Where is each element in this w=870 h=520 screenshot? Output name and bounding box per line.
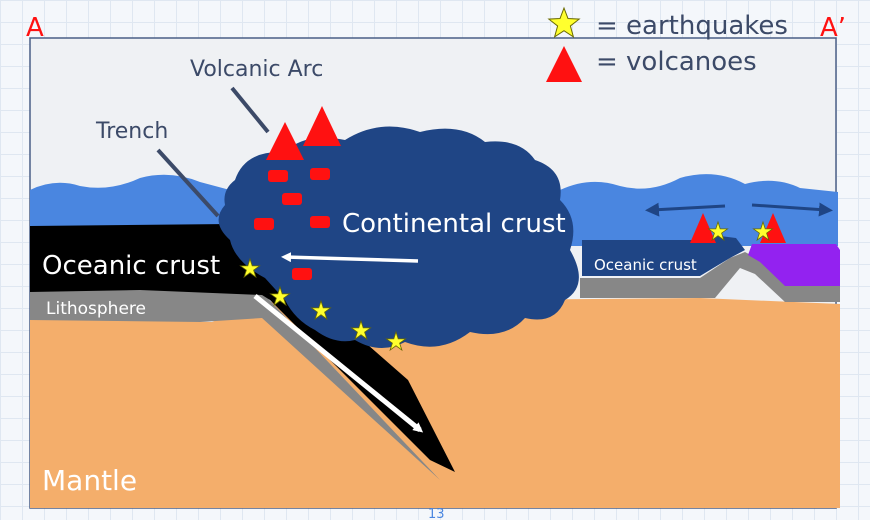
earthquake-star-icon xyxy=(707,220,729,242)
triangle-icon xyxy=(546,46,582,82)
magma-pocket xyxy=(310,168,330,180)
oceanic-crust-label-left: Oceanic crust xyxy=(42,251,220,281)
star-icon xyxy=(547,6,581,39)
trench-label: Trench xyxy=(95,119,168,144)
legend-earthquakes-label: = earthquakes xyxy=(596,11,788,41)
crust-motion-arrow xyxy=(281,252,419,263)
corner-label-right: A’ xyxy=(820,13,846,43)
legend-volcanoes-label: = volcanoes xyxy=(596,47,757,77)
mantle-label: Mantle xyxy=(42,464,137,497)
corner-label-left: A xyxy=(26,13,44,43)
lithosphere-right xyxy=(580,252,840,302)
volcanoes xyxy=(266,106,786,243)
oceanic-plate xyxy=(30,224,455,472)
mantle xyxy=(30,298,840,508)
lithosphere xyxy=(30,290,440,480)
page-number: 13 xyxy=(428,507,445,520)
earthquake-star-icon xyxy=(752,220,774,242)
continental-crust xyxy=(218,126,579,349)
magma-pocket xyxy=(282,193,302,205)
oceanic-crust-label-right: Oceanic crust xyxy=(594,256,697,274)
magma-pocket xyxy=(254,218,274,230)
ridge-plate xyxy=(748,244,840,286)
continental-crust-label: Continental crust xyxy=(342,209,566,239)
legend: = earthquakes = volcanoes xyxy=(546,6,788,82)
volcano-icon xyxy=(303,106,341,146)
oceanic-crust-right xyxy=(582,236,745,276)
magma-pocket xyxy=(310,216,330,228)
earthquake-star-icon xyxy=(350,319,372,341)
volcano-icon xyxy=(266,122,304,160)
spreading-arrow-left xyxy=(645,202,726,217)
volcanic-arc-leader xyxy=(230,86,270,134)
earthquake-star-icon xyxy=(239,257,261,279)
volcano-icon xyxy=(690,213,716,243)
earthquakes xyxy=(239,220,774,352)
subduction-arrow xyxy=(253,294,424,433)
earthquake-star-icon xyxy=(269,285,291,307)
ocean-water xyxy=(30,174,230,228)
earthquake-star-icon xyxy=(310,299,332,321)
magma-pocket xyxy=(268,170,288,182)
earthquake-star-icon xyxy=(385,330,407,352)
volcanic-arc-label: Volcanic Arc xyxy=(190,57,323,82)
trench-leader xyxy=(156,148,220,218)
lithosphere-label: Lithosphere xyxy=(46,299,146,319)
spreading-arrow-right xyxy=(751,202,833,217)
magma-pocket xyxy=(292,268,312,280)
magma-pockets xyxy=(254,168,330,280)
